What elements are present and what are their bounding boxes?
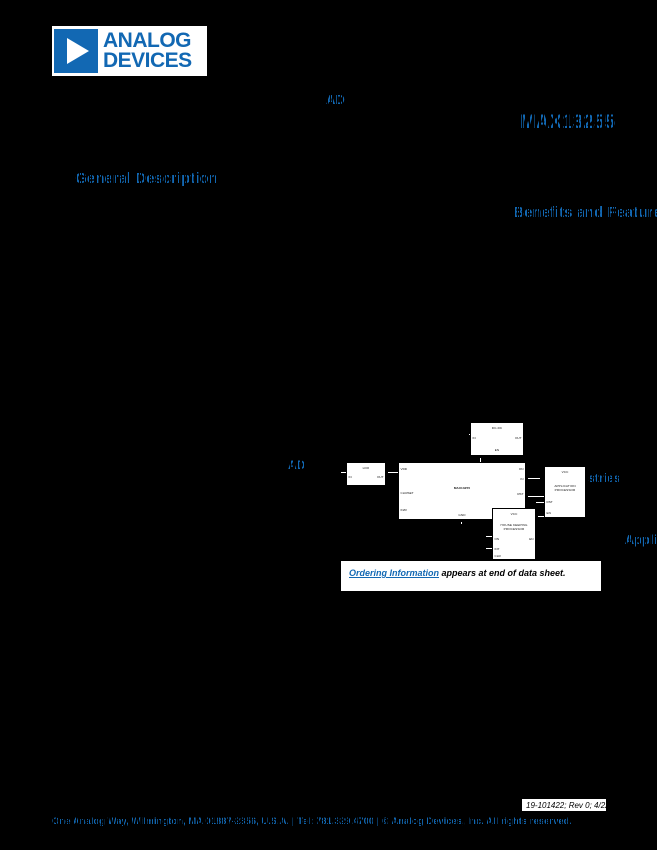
wire-ap-en xyxy=(536,516,544,517)
header-part-number: MAX13255 xyxy=(520,112,616,134)
ap-pin-en: EN xyxy=(546,511,551,515)
main-pin-rst: RST xyxy=(517,492,524,496)
main-pin-on: ON xyxy=(518,467,524,471)
heading-applications: Applications xyxy=(624,532,657,547)
analog-devices-logo: ANALOG DEVICES xyxy=(52,26,207,76)
main-pin-inr: IN/R xyxy=(400,508,407,512)
hk-pin-en: EN xyxy=(529,537,534,541)
revision-text: 19-101422; Rev 0; 4/22 xyxy=(526,801,610,810)
hk-pin-int: INT xyxy=(494,547,500,551)
circuit-block-application-processor: VCC APPLICATION PROCESSOR RST EN xyxy=(544,466,586,518)
hk-pin-on: ON xyxy=(494,537,500,541)
main-pin-gnd: GND xyxy=(458,513,466,517)
circuit-block-housekeeping-processor: VCC HOUSE KEEPING PROCESSOR ON INT CLR E… xyxy=(492,508,536,560)
wire-ldo-in xyxy=(341,472,349,473)
circuit-block-main-device: MAX13255 VDD CLR/SET IN/R ON IN RST RST … xyxy=(398,462,526,520)
circuit-block-ldo: LDO IN OUT xyxy=(346,462,386,486)
main-pin-clrset: CLR/SET xyxy=(400,491,414,495)
ordering-information-text: Ordering Information appears at end of d… xyxy=(349,568,566,578)
dcdc-title: DC-DC xyxy=(491,426,503,430)
hk-pin-clr: CLR xyxy=(494,554,501,558)
wire-main-gnd xyxy=(461,516,462,524)
ap-pin-rst: RST xyxy=(546,500,553,504)
typical-application-circuit-diagram: DC-DC IN OUT EN LDO IN OUT MAX13255 VDD … xyxy=(336,418,606,560)
main-pin-in: IN xyxy=(520,477,524,481)
ordering-information-rest: appears at end of data sheet. xyxy=(439,568,566,578)
logo-line-devices: DEVICES xyxy=(103,49,192,72)
header-kicker: AD xyxy=(326,92,345,107)
dcdc-pin-in: IN xyxy=(472,436,476,440)
page-footer: One Analog Way, Wilmington, MA 01887-235… xyxy=(52,816,605,830)
dcdc-pin-out: OUT xyxy=(514,436,522,440)
dcdc-pin-en: EN xyxy=(494,448,500,452)
wire-hk-clr xyxy=(486,548,494,549)
ordering-information-link[interactable]: Ordering Information xyxy=(349,568,439,578)
ldo-pin-in: IN xyxy=(348,475,352,479)
ordering-information-box: Ordering Information appears at end of d… xyxy=(340,560,602,592)
ldo-pin-out: OUT xyxy=(376,475,384,479)
heading-general-description: General Description xyxy=(75,170,218,187)
ap-label-vcc: VCC xyxy=(561,470,569,474)
logo-triangle-icon xyxy=(54,29,98,73)
ldo-title: LDO xyxy=(362,466,370,470)
wire-ldo-to-main xyxy=(384,472,398,473)
ap-title: APPLICATION PROCESSOR xyxy=(554,484,576,493)
hk-label-vcc: VCC xyxy=(510,512,518,516)
wire-hk-int xyxy=(486,536,494,537)
logo-line-analog: ANALOG xyxy=(103,29,191,53)
wire-main-to-hk xyxy=(526,478,540,479)
hk-title: HOUSE KEEPING PROCESSOR xyxy=(500,523,528,532)
main-pin-vdd: VDD xyxy=(400,467,408,471)
revision-box: 19-101422; Rev 0; 4/22 xyxy=(521,798,610,812)
main-device-part-number: MAX13255 xyxy=(453,486,471,490)
wire-main-to-hk-2 xyxy=(526,496,550,497)
wire-ap-rst xyxy=(536,502,544,503)
heading-benefits-and-features: Benefits and Features xyxy=(513,204,657,221)
heading-right-kicker: AD xyxy=(288,458,306,472)
circuit-block-dcdc: DC-DC IN OUT EN xyxy=(470,422,524,456)
